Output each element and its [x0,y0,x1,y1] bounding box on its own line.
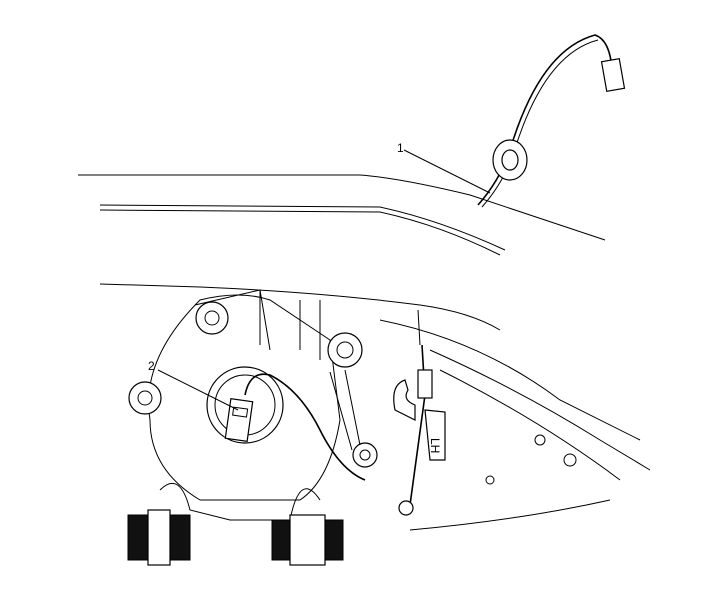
callout-2: 2 [148,359,155,373]
body-panel [78,174,651,531]
callout-1: 1 [397,141,404,155]
sensor-connector-harness [224,373,366,481]
callout-2-leader [157,369,239,411]
knuckle-assembly [128,289,378,521]
lower-bushings [127,509,344,566]
lh-label: LH [428,438,442,453]
bracket-lh: LH [393,309,446,516]
speed-sensor-cable [477,34,626,208]
callout-1-leader [403,149,491,194]
